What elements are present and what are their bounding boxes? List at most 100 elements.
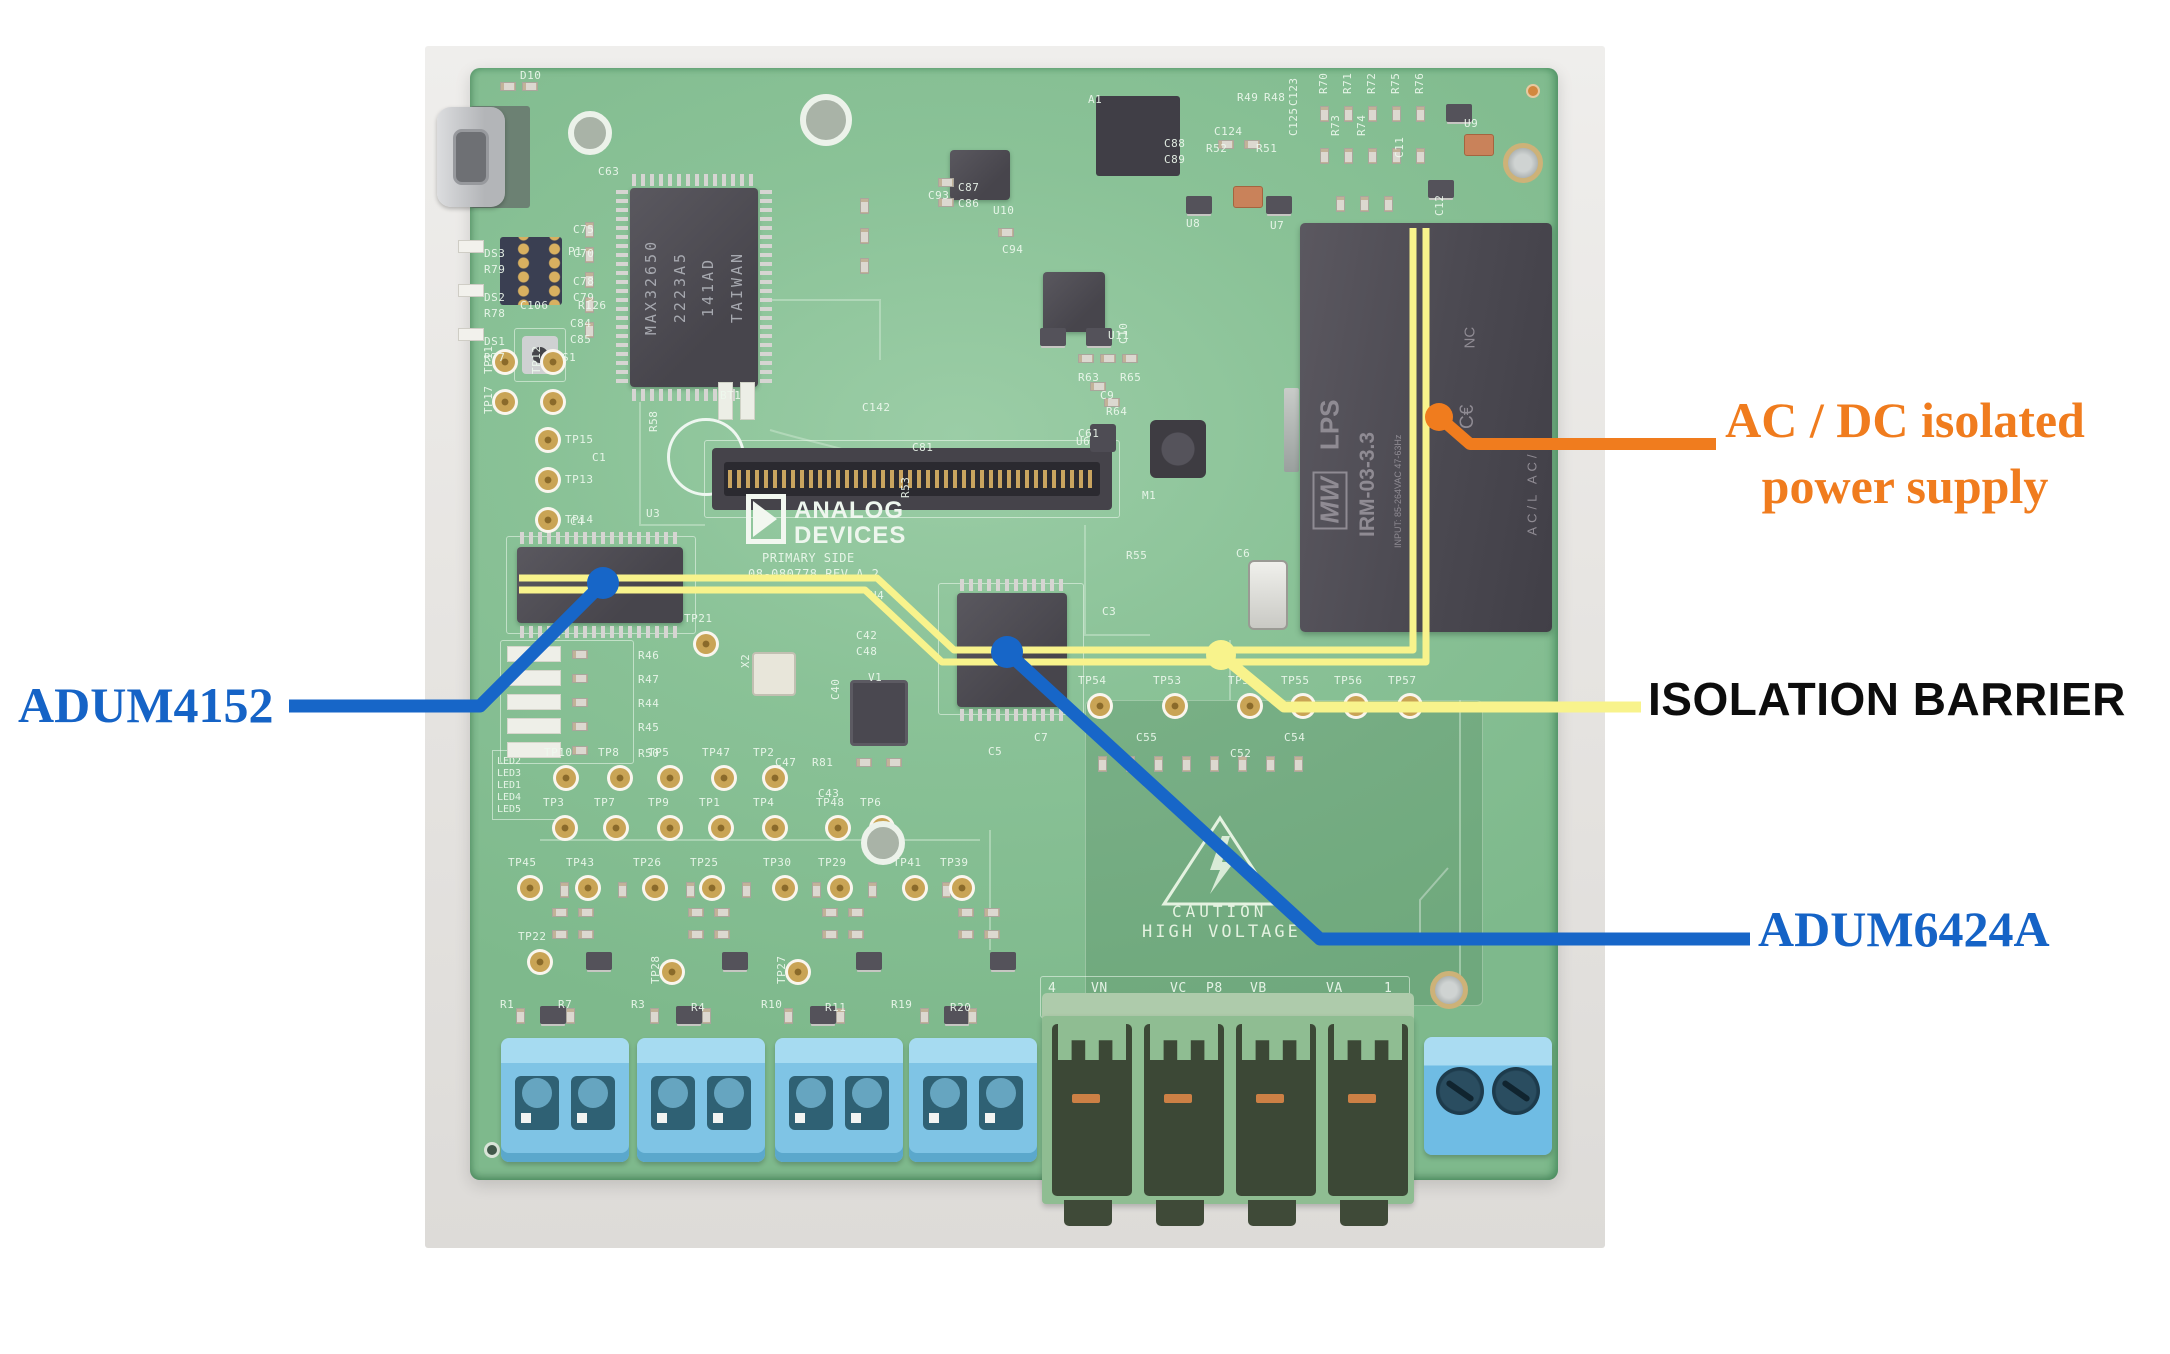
silkscreen-label: U10 xyxy=(993,204,1015,217)
passive-r xyxy=(688,908,704,917)
passive-s xyxy=(1446,104,1472,122)
green-terminal-slot-2 xyxy=(1144,1024,1224,1196)
silkscreen-label: R1 xyxy=(500,998,515,1011)
terminal-silk-label: VN xyxy=(1091,981,1108,996)
passive-rv xyxy=(1336,196,1345,212)
testpoint xyxy=(659,959,685,985)
terminal-silk-label: VA xyxy=(1326,981,1343,996)
silkscreen-label: R7 xyxy=(558,998,573,1011)
testpoint xyxy=(711,765,737,791)
passive-rv xyxy=(1320,106,1329,122)
testpoint xyxy=(657,815,683,841)
silkscreen-label: R78 xyxy=(484,307,506,320)
passive-rv xyxy=(868,882,877,898)
testpoint xyxy=(553,765,579,791)
testpoint-label: TP29 xyxy=(818,856,847,869)
passive-s xyxy=(586,952,612,970)
testpoint xyxy=(527,949,553,975)
silkscreen-label: R79 xyxy=(484,263,506,276)
passive-rv xyxy=(650,1008,659,1024)
silkscreen-label: U8 xyxy=(1186,217,1201,230)
passive-rv xyxy=(686,882,695,898)
mounting-hole xyxy=(1430,971,1468,1009)
testpoint-label: TP30 xyxy=(763,856,792,869)
silkscreen-label: U9 xyxy=(1464,117,1479,130)
passive-rv xyxy=(516,1008,525,1024)
passive-rv xyxy=(566,1008,575,1024)
passive-r xyxy=(984,930,1000,939)
passive-rv xyxy=(1392,106,1401,122)
testpoint xyxy=(552,815,578,841)
silkscreen-label: C124 xyxy=(1214,125,1243,138)
passive-r xyxy=(856,758,872,767)
testpoint-label: TP3 xyxy=(543,796,565,809)
silkscreen-label: R45 xyxy=(638,721,660,734)
passive-rv xyxy=(1384,196,1393,212)
testpoint xyxy=(772,875,798,901)
silkscreen-label: R50 xyxy=(638,747,660,760)
terminal-silk-label: 1 xyxy=(1384,981,1393,996)
passive-r xyxy=(500,82,516,91)
silkscreen-label: C88 xyxy=(1164,137,1186,150)
green-terminal-slot-3 xyxy=(1236,1024,1316,1196)
passive-rv xyxy=(1392,148,1401,164)
passive-r xyxy=(848,930,864,939)
testpoint-label: TP4 xyxy=(753,796,775,809)
led-label: LED3 xyxy=(497,768,522,779)
passive-r xyxy=(552,908,568,917)
silkscreen-label: R81 xyxy=(812,756,834,769)
testpoint-label: TP10 xyxy=(544,746,573,759)
passive-r xyxy=(848,908,864,917)
led-label: LED1 xyxy=(497,780,522,791)
passive-s xyxy=(676,1006,702,1024)
silkscreen-label: V1 xyxy=(868,671,883,684)
passive-wb xyxy=(507,742,561,758)
passive-rv xyxy=(1368,148,1377,164)
passive-w xyxy=(458,240,484,253)
silkscreen-label: A1 xyxy=(1088,93,1103,106)
isolation-barrier-label: ISOLATION BARRIER xyxy=(1648,673,2126,725)
silkscreen-label: C89 xyxy=(1164,153,1186,166)
passive-rv xyxy=(812,882,821,898)
silkscreen-label: R52 xyxy=(1206,142,1228,155)
terminal-block-blue-2 xyxy=(637,1038,765,1162)
silkscreen-label: DS2 xyxy=(484,291,506,304)
silkscreen-label: C86 xyxy=(958,197,980,210)
testpoint-label: TP43 xyxy=(566,856,595,869)
passive-r xyxy=(938,198,954,207)
terminal-silk-label: P8 xyxy=(1206,981,1223,996)
silkscreen-label: C93 xyxy=(928,189,950,202)
terminal-silk-label: VC xyxy=(1170,981,1187,996)
passive-rv xyxy=(968,1008,977,1024)
passive-rv xyxy=(836,1008,845,1024)
silkscreen-label: DS1 xyxy=(484,335,506,348)
testpoint xyxy=(708,815,734,841)
passive-s xyxy=(856,952,882,970)
terminal-block-blue-1 xyxy=(501,1038,629,1162)
passive-r xyxy=(1244,140,1260,149)
testpoint xyxy=(657,765,683,791)
silkscreen-label: DS3 xyxy=(484,247,506,260)
passive-rv xyxy=(1344,148,1353,164)
testpoint-label: TP48 xyxy=(816,796,845,809)
silkscreen-label: R11 xyxy=(825,1001,847,1014)
passive-t xyxy=(1233,186,1263,208)
passive-rv xyxy=(560,882,569,898)
passive-r xyxy=(714,908,730,917)
passive-s xyxy=(540,1006,566,1024)
silkscreen-label: R3 xyxy=(631,998,646,1011)
acdc-label-line2: power supply xyxy=(1761,458,2049,514)
passive-rv xyxy=(1344,106,1353,122)
testpoint xyxy=(642,875,668,901)
passive-r xyxy=(714,930,730,939)
testpoint-label: TP8 xyxy=(598,746,620,759)
passive-r xyxy=(822,908,838,917)
passive-rv xyxy=(860,198,869,214)
silkscreen-label: C5 xyxy=(988,745,1003,758)
passive-r xyxy=(984,908,1000,917)
testpoint xyxy=(492,349,518,375)
passive-s xyxy=(1186,196,1212,214)
led-label: LED5 xyxy=(497,804,522,815)
